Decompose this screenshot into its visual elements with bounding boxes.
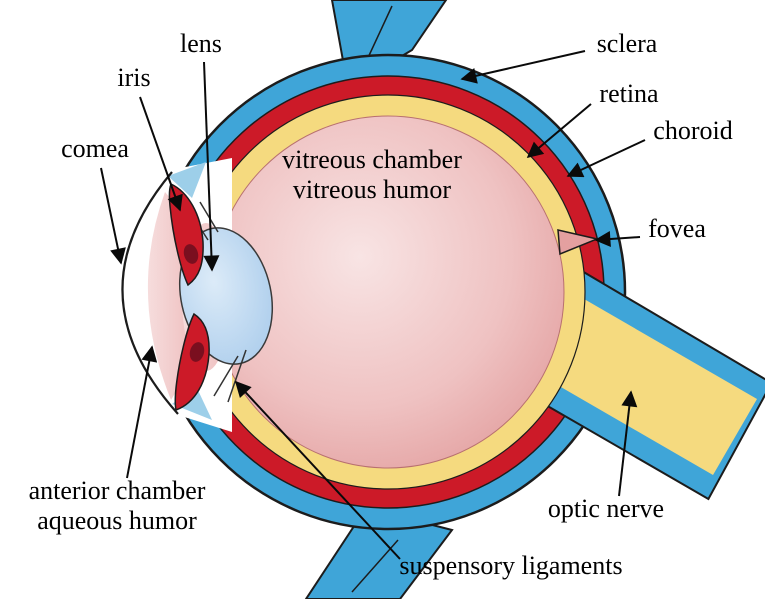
sclera-arrow [460,50,586,84]
optic-nerve-shape [528,292,757,475]
lens-arrow [203,61,220,272]
fovea-notch [557,229,600,256]
lens-label: lens [180,29,222,58]
leader-arrows [100,50,646,560]
optic-nerve-label: optic nerve [548,494,664,523]
ligament-line [213,355,239,397]
cornea-shape [121,171,179,415]
suspensory-ligaments-arrow [234,380,401,560]
cornea-label: comea [61,134,129,163]
choroid-label: choroid [653,116,732,145]
ligament-line [227,349,247,403]
choroid-arrow [566,139,646,178]
sclera-label: sclera [597,29,658,58]
limbus-bottom-shape [172,386,212,420]
iris-arrow [139,96,183,212]
muscle-top-tendon-line [365,5,393,63]
retina-label: retina [599,79,659,108]
anterior-chamber-arrow [126,345,158,479]
vitreous-chamber-label: vitreous chamber [282,145,462,174]
iris-upper-spot [183,244,199,264]
aqueous-humor-label: aqueous humor [37,506,197,535]
retina-arrow [526,103,592,159]
fovea-label: fovea [648,214,706,243]
muscle-bottom-shape [304,506,454,599]
limbus-top-shape [168,162,206,198]
suspensory-ligaments-label: suspensory ligaments [399,551,622,580]
anterior-chamber-label: anterior chamber [29,476,206,505]
fovea-arrow [594,231,641,248]
optic-nerve-arrow [618,390,638,497]
vitreous-humor-label: vitreous humor [293,175,451,204]
iris-lower-shape [174,312,210,412]
iris-lower-spot [189,342,205,362]
cornea-arrow [100,167,126,265]
iris-label: iris [117,63,150,92]
